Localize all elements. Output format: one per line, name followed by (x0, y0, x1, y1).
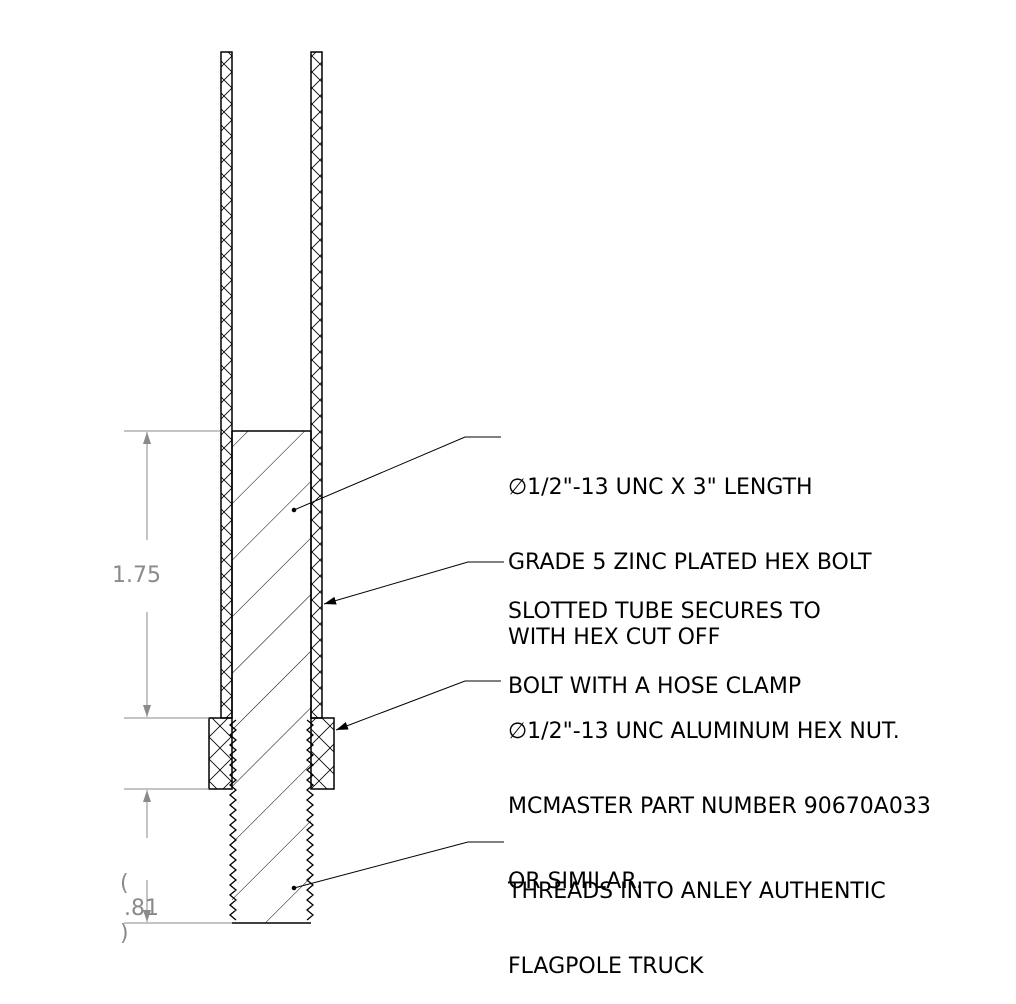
hex-nut-left (208, 717, 233, 790)
callout-bolt-line1: ∅1/2"-13 UNC X 3" LENGTH (508, 475, 872, 500)
bolt-section (231, 430, 312, 924)
tube-right-wall (310, 51, 323, 719)
leader-threads (291, 841, 504, 891)
leader-tube (323, 561, 504, 605)
callout-threads: THREADS INTO ANLEY AUTHENTIC FLAGPOLE TR… (508, 829, 886, 1004)
callout-nut-line1: ∅1/2"-13 UNC ALUMINUM HEX NUT. (508, 719, 931, 744)
callout-bolt-line1-text: 1/2"-13 UNC X 3" LENGTH (527, 475, 813, 500)
callout-nut-line3: OR SIMILAR. (508, 869, 643, 894)
dimension-number: .81 (124, 896, 159, 921)
callout-nut-line2: MCMASTER PART NUMBER 90670A033 (508, 794, 931, 819)
diameter-symbol: ∅ (508, 475, 528, 500)
section-drawing (124, 51, 504, 924)
callout-bolt-line2: GRADE 5 ZINC PLATED HEX BOLT (508, 550, 872, 575)
tube-left-wall (220, 51, 233, 719)
callout-tube-line2: BOLT WITH A HOSE CLAMP (508, 674, 802, 699)
diameter-symbol: ∅ (508, 719, 528, 744)
dimension-1-75 (124, 430, 221, 719)
bolt-threads (228, 719, 315, 921)
callout-bolt: ∅1/2"-13 UNC X 3" LENGTH GRADE 5 ZINC PL… (508, 425, 872, 675)
callout-bolt-line3: WITH HEX CUT OFF (508, 625, 721, 650)
dimension-value-0-81: ( .81 ) (106, 846, 163, 946)
callout-tube-line1: SLOTTED TUBE SECURES TO (508, 599, 821, 624)
paren-open: ( (120, 871, 129, 896)
dimension-value-1-75: 1.75 (112, 563, 161, 588)
dimension-0-81 (124, 788, 232, 924)
callout-nut-line1-text: 1/2"-13 UNC ALUMINUM HEX NUT. (527, 719, 900, 744)
leader-bolt (291, 436, 501, 513)
callout-threads-line1: THREADS INTO ANLEY AUTHENTIC (508, 879, 886, 904)
callout-tube: SLOTTED TUBE SECURES TO BOLT WITH A HOSE… (508, 549, 821, 724)
callout-threads-line2: FLAGPOLE TRUCK (508, 954, 704, 979)
paren-close: ) (120, 921, 129, 946)
hex-nut-right (310, 717, 335, 790)
callout-nut: ∅1/2"-13 UNC ALUMINUM HEX NUT. MCMASTER … (508, 669, 931, 919)
leader-nut (335, 680, 501, 731)
